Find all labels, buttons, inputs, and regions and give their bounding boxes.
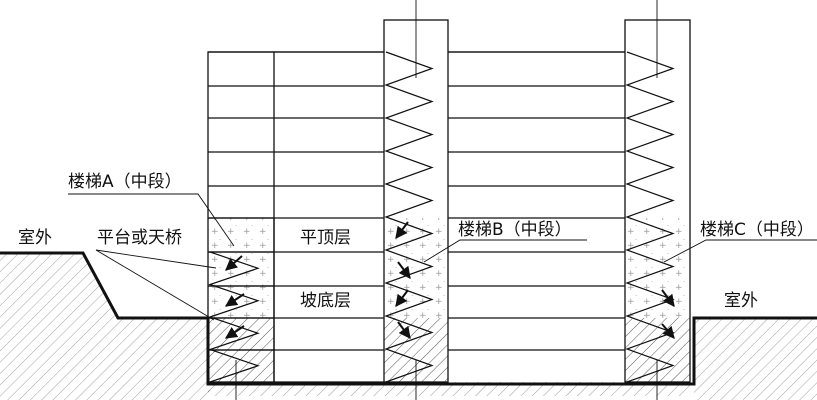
arrow-stair-b-1	[395, 221, 409, 239]
stair-a-flight	[208, 251, 260, 383]
label-flat-top-floor: 平顶层	[300, 228, 351, 248]
leader-lines	[68, 0, 817, 400]
arrow-stair-b-3	[395, 289, 409, 307]
label-slope-bottom-floor: 坡底层	[300, 291, 351, 311]
label-stair-b: 楼梯B（中段）	[458, 220, 572, 240]
arrow-stair-a-2	[225, 293, 245, 307]
text-labels: 室外 平台或天桥 楼梯A（中段） 平顶层 楼梯B（中段） 坡底层 楼梯C（中段）…	[18, 172, 814, 311]
arrow-stair-b-2	[397, 261, 411, 279]
dotted-fills	[208, 218, 690, 318]
arrow-stair-b-4	[397, 321, 411, 339]
direction-arrows	[225, 221, 675, 339]
arrow-stair-c-2	[661, 323, 675, 339]
arrow-stair-c-1	[661, 289, 675, 307]
stair-flights	[208, 51, 675, 383]
stair-c-flight	[625, 51, 675, 383]
label-platform-bridge: 平台或天桥	[97, 228, 182, 248]
stair-b-flight	[384, 51, 434, 383]
arrow-stair-a-3	[225, 325, 245, 339]
ground-hatching	[0, 253, 817, 400]
arrow-stair-a-1	[225, 255, 243, 271]
label-stair-c: 楼梯C（中段）	[700, 220, 814, 240]
label-stair-a: 楼梯A（中段）	[68, 172, 182, 192]
ground-line	[0, 251, 817, 386]
building-outlines	[207, 19, 691, 383]
label-outdoor-right: 室外	[724, 291, 758, 311]
label-outdoor-left: 室外	[18, 228, 52, 248]
